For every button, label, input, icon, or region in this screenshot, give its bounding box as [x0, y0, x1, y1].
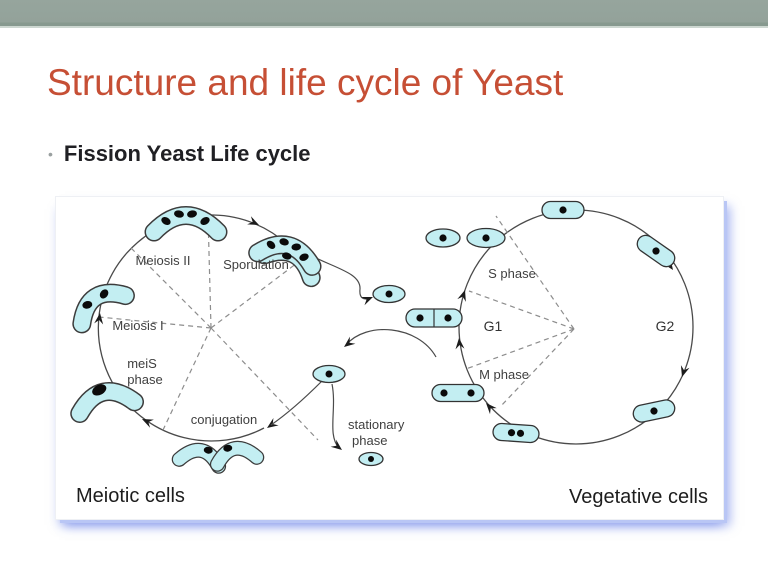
label-s-phase: S phase	[488, 266, 536, 281]
single-cell	[312, 364, 346, 384]
meiotic-cycle	[94, 214, 319, 442]
label-meiosis-ii: Meiosis II	[136, 253, 191, 268]
stationary-phase-cell	[358, 451, 384, 467]
vegetative-cell-lower-right	[632, 399, 676, 423]
life-cycle-diagram: Meiosis II Sporulation Meiosis I meiS ph…	[55, 196, 724, 520]
label-g2: G2	[656, 318, 675, 334]
germinating-spore-cell	[372, 284, 406, 304]
vegetative-cell-top	[541, 200, 585, 220]
ascus-cell-four-spores	[144, 206, 228, 242]
meiotic-sector-lines	[98, 214, 319, 441]
dividing-cell-septum	[405, 308, 463, 328]
bullet-marker: •	[48, 146, 53, 162]
bullet-item: • Fission Yeast Life cycle	[48, 141, 311, 167]
bullet-label: Fission Yeast Life cycle	[63, 141, 311, 166]
label-meis-line2: phase	[127, 372, 162, 387]
label-m-phase: M phase	[479, 367, 529, 382]
zygote-cell-two-nuclei	[72, 283, 135, 334]
just-divided-cell	[492, 422, 540, 444]
daughter-cell-left	[425, 228, 461, 248]
label-g1: G1	[484, 318, 503, 334]
connector-arrows	[270, 248, 437, 454]
caption-vegetative-cells: Vegetative cells	[569, 486, 708, 508]
spore-cluster-cell	[248, 235, 322, 288]
vegetative-sector-lines	[465, 215, 575, 407]
label-stationary-line2: phase	[352, 433, 387, 448]
label-stationary-line1: stationary	[348, 417, 405, 432]
caption-meiotic-cells: Meiotic cells	[76, 485, 185, 507]
meis-phase-cell	[70, 382, 145, 423]
label-sporulation: Sporulation	[223, 257, 289, 272]
m-phase-cell	[431, 383, 485, 403]
label-meis-line1: meiS	[127, 356, 157, 371]
label-conjugation: conjugation	[191, 412, 258, 427]
page-title: Structure and life cycle of Yeast	[47, 62, 564, 103]
daughter-cell-right	[466, 227, 506, 249]
slide-header-bar	[0, 0, 768, 28]
label-meiosis-i: Meiosis I	[112, 318, 163, 333]
vegetative-cell-upper-right	[636, 234, 676, 268]
conjugating-cell-pair	[171, 440, 265, 474]
